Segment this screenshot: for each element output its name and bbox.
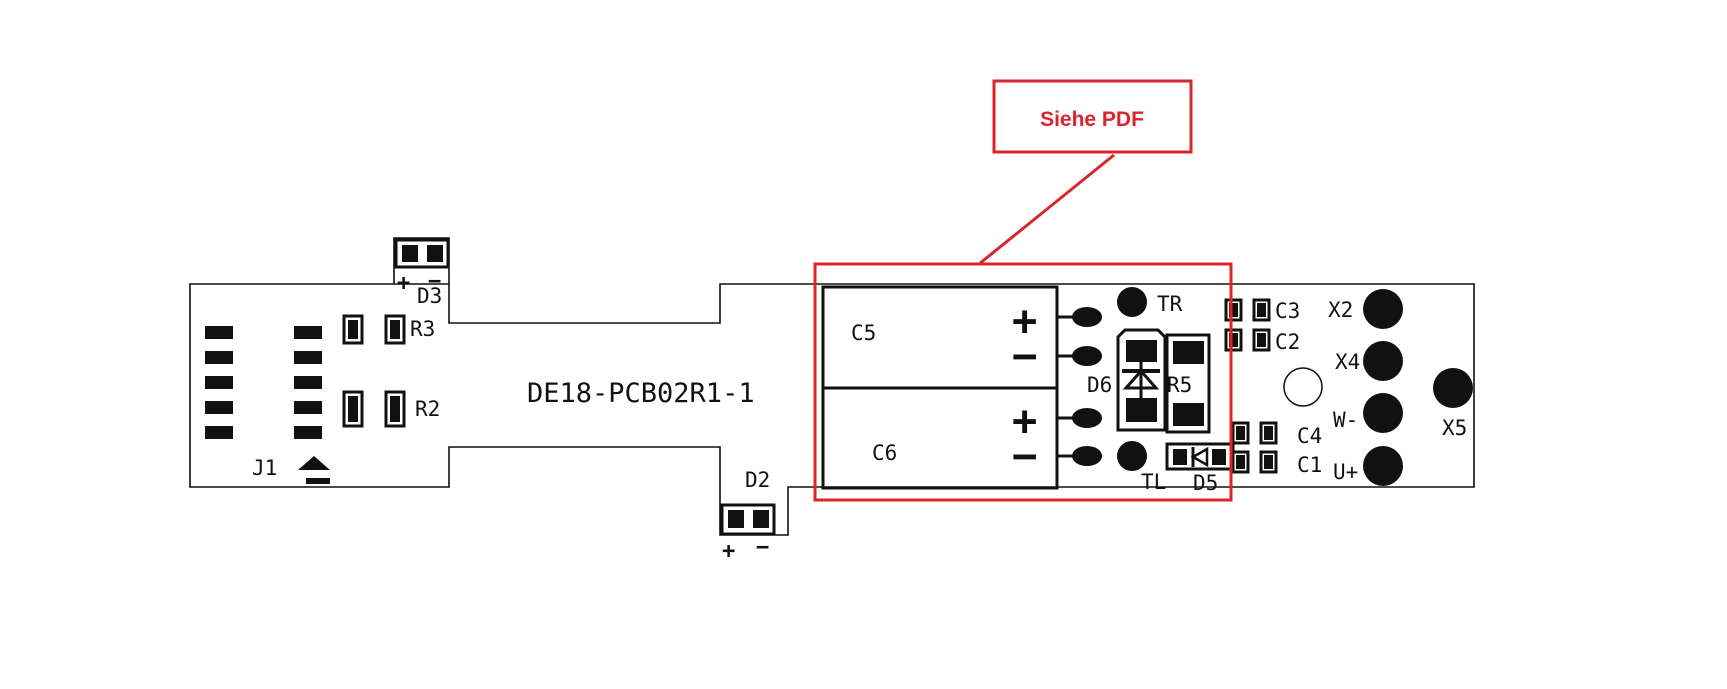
resistor-r3 — [342, 314, 406, 345]
testpoint-tr — [1117, 287, 1147, 317]
label-c1: C1 — [1297, 453, 1322, 477]
label-tl: TL — [1141, 470, 1166, 494]
d3-plus-sign: + — [397, 271, 410, 296]
connector-pad-w — [1363, 393, 1403, 433]
connector-pad-x2 — [1363, 289, 1403, 329]
label-r5: R5 — [1167, 373, 1192, 397]
j1-connector — [205, 326, 330, 484]
label-r2: R2 — [415, 397, 440, 421]
label-c5: C5 — [851, 321, 876, 345]
capacitor-c6 — [821, 386, 1059, 490]
connector-pad-x4 — [1363, 341, 1403, 381]
label-tr: TR — [1157, 292, 1183, 316]
diode-d6 — [1116, 328, 1167, 432]
label-x4: X4 — [1335, 350, 1360, 374]
c6-minus-sign: − — [1012, 431, 1037, 480]
mounting-hole — [1283, 367, 1323, 407]
resistor-r2 — [342, 390, 406, 428]
label-d6: D6 — [1087, 373, 1112, 397]
led-d2 — [720, 503, 776, 536]
led-d3 — [394, 238, 450, 269]
board-part-number: DE18-PCB02R1-1 — [527, 378, 755, 409]
label-x5: X5 — [1442, 416, 1467, 440]
callout-highlight-box — [813, 262, 1233, 502]
callout-label: Siehe PDF — [1040, 108, 1144, 131]
callout-leader-line — [978, 153, 1115, 266]
connector-pad-u — [1363, 446, 1403, 486]
label-j1: J1 — [252, 456, 277, 480]
d2-plus-sign: + — [722, 539, 735, 564]
label-d2: D2 — [745, 468, 770, 492]
label-c4: C4 — [1297, 424, 1322, 448]
testpoint-tl — [1117, 441, 1147, 471]
c5-pads — [1057, 307, 1102, 366]
label-d3: D3 — [417, 284, 442, 308]
callout-annotation: Siehe PDF — [813, 79, 1233, 502]
board-outline — [189, 283, 1475, 536]
connector-pad-x5 — [1433, 368, 1473, 408]
c6-pads — [1057, 408, 1102, 466]
capacitor-c4 — [1231, 421, 1278, 445]
capacitor-c1 — [1231, 450, 1278, 474]
diode-d5 — [1165, 442, 1235, 471]
d3-minus-sign: − — [428, 269, 441, 294]
c6-plus-sign: + — [1012, 396, 1037, 445]
resistor-r5 — [1165, 333, 1211, 434]
label-x2: X2 — [1328, 298, 1353, 322]
d2-minus-sign: − — [756, 535, 769, 560]
label-d5: D5 — [1193, 471, 1218, 495]
label-u-plus: U+ — [1333, 460, 1358, 484]
c5-plus-sign: + — [1012, 296, 1037, 345]
label-c3: C3 — [1275, 299, 1300, 323]
label-c6: C6 — [872, 441, 897, 465]
callout-label-box — [992, 79, 1193, 154]
label-r3: R3 — [410, 317, 435, 341]
label-w-minus: W- — [1333, 408, 1358, 432]
c5-minus-sign: − — [1012, 331, 1037, 380]
label-c2: C2 — [1275, 330, 1300, 354]
